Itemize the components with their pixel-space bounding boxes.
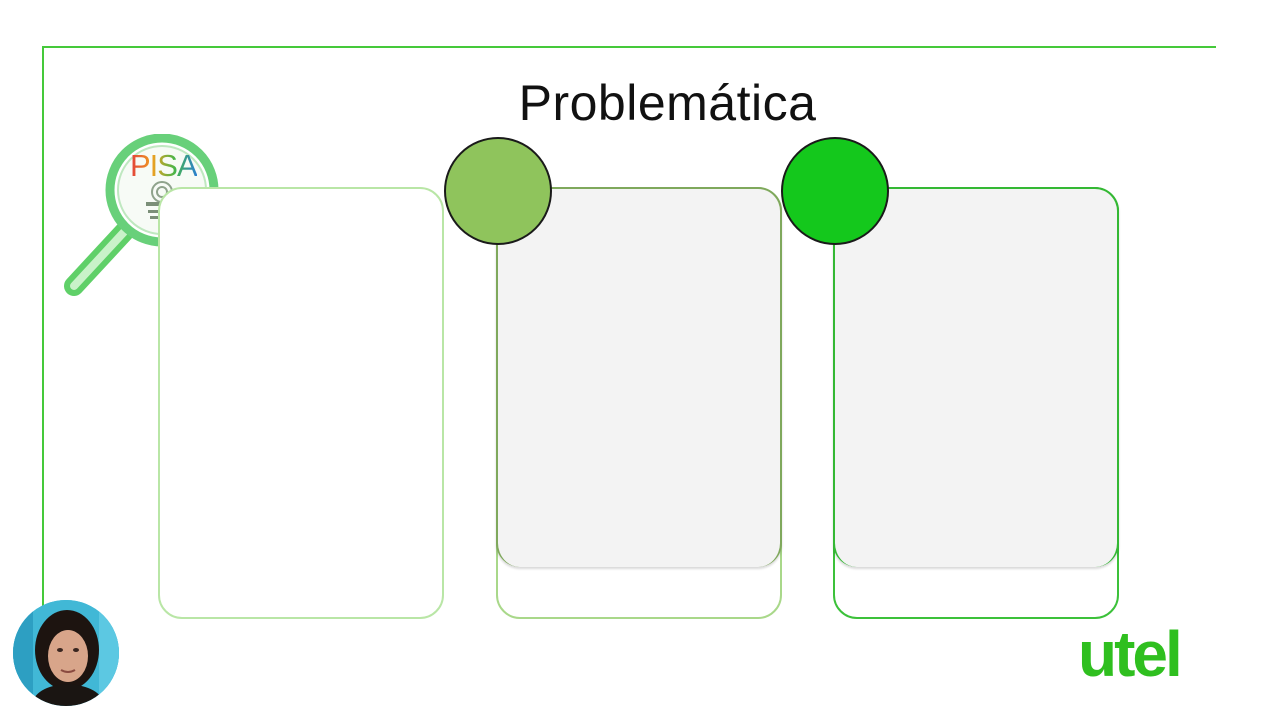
- content-card-2: [496, 187, 782, 619]
- presenter-webcam-avatar: [13, 600, 119, 706]
- content-card-3: [833, 187, 1119, 619]
- utel-logo-text: utel: [1078, 622, 1180, 684]
- utel-logo: utel: [1078, 618, 1243, 690]
- content-card-3-panel: [833, 187, 1119, 567]
- card-3-circle-badge: [781, 137, 889, 245]
- content-card-2-panel: [496, 187, 782, 567]
- card-2-circle-badge: [444, 137, 552, 245]
- slide-title: Problemática: [518, 75, 817, 131]
- slide-frame: [42, 46, 1216, 606]
- pisa-badge-text: PISA: [130, 148, 198, 183]
- content-card-1: [158, 187, 444, 619]
